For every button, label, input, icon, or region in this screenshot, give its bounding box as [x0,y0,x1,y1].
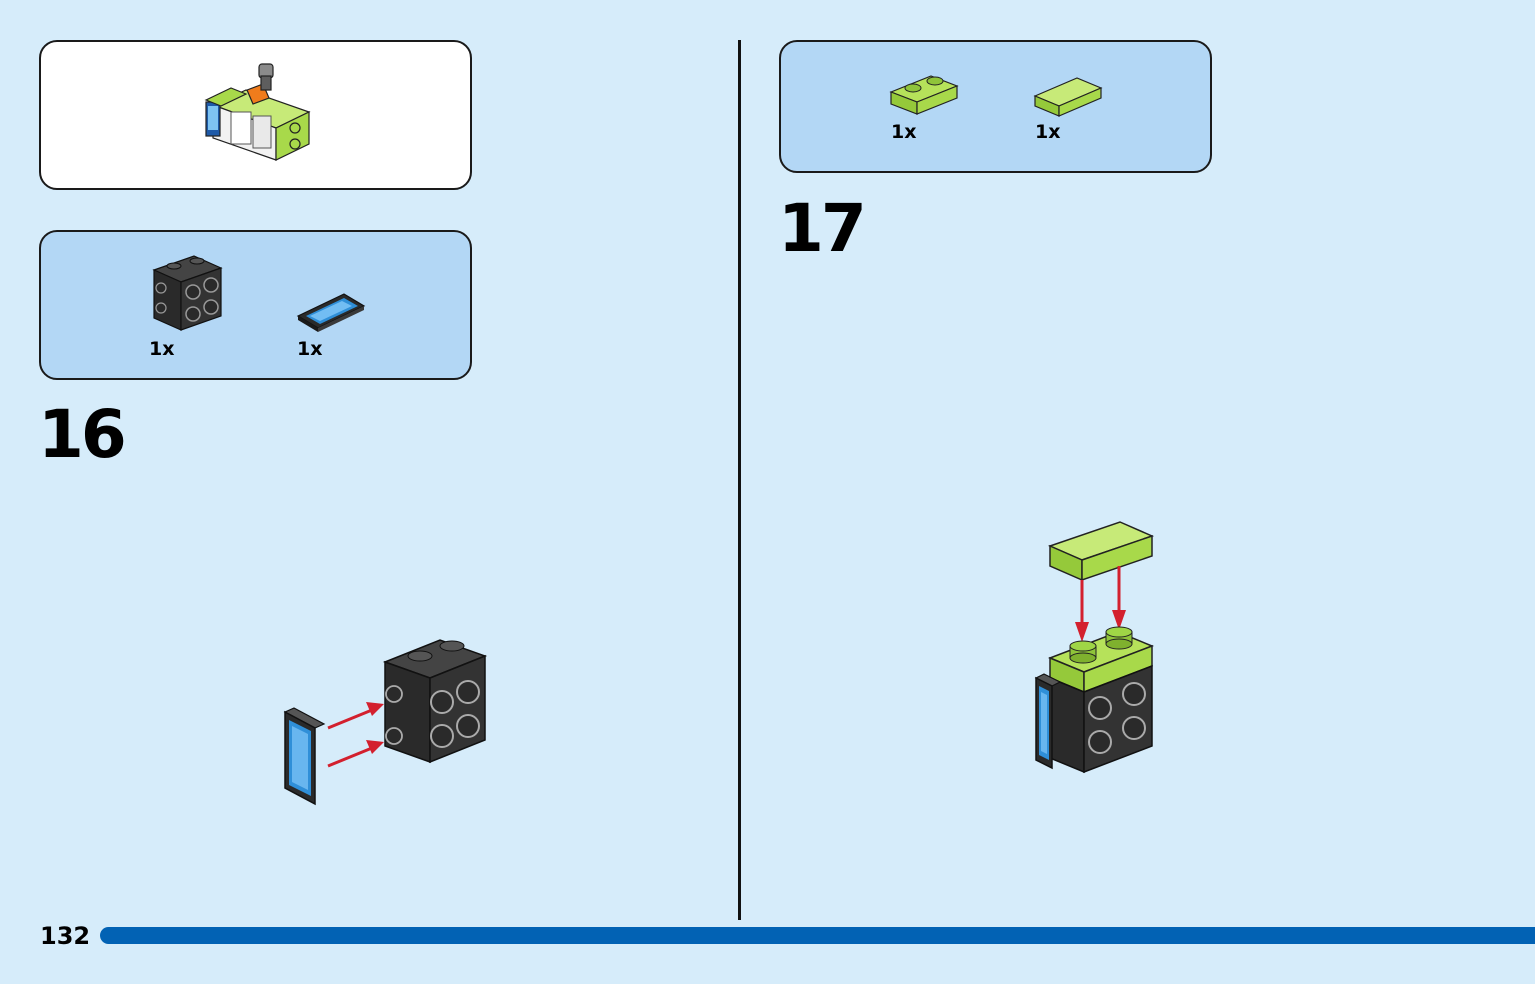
lime-tile-1x2-icon [1047,521,1155,582]
step-number: 17 [778,190,867,267]
part-quantity: 1x [149,338,175,360]
step-17-assembly-illustration [1034,521,1155,774]
phone-tile-icon [296,293,366,332]
black-brick-with-side-studs-icon [152,255,223,331]
lime-tile-1x2-icon [1033,77,1103,117]
step-16-parts-panel: 1x 1x [39,230,472,380]
lime-plate-1x2-icon [1047,626,1155,694]
step-17-parts-panel: 1x 1x [779,40,1212,173]
part-quantity: 1x [891,121,917,143]
page-divider [738,40,741,920]
black-brick-with-side-studs-icon [382,639,488,764]
black-brick-with-side-studs-icon [1049,664,1153,774]
step-number: 16 [38,396,127,473]
subassembly-model-icon [204,63,311,161]
phone-tile-icon [283,707,326,806]
part-quantity: 1x [1035,121,1061,143]
progress-bar [100,927,1535,944]
lime-plate-1x2-icon [889,75,959,115]
assembly-arrow [327,702,384,768]
assembly-arrow [1075,566,1126,642]
phone-tile-icon [1034,673,1062,770]
subassembly-preview-panel [39,40,472,190]
part-quantity: 1x [297,338,323,360]
page-number: 132 [40,922,91,950]
step-16-assembly-illustration [283,639,488,806]
